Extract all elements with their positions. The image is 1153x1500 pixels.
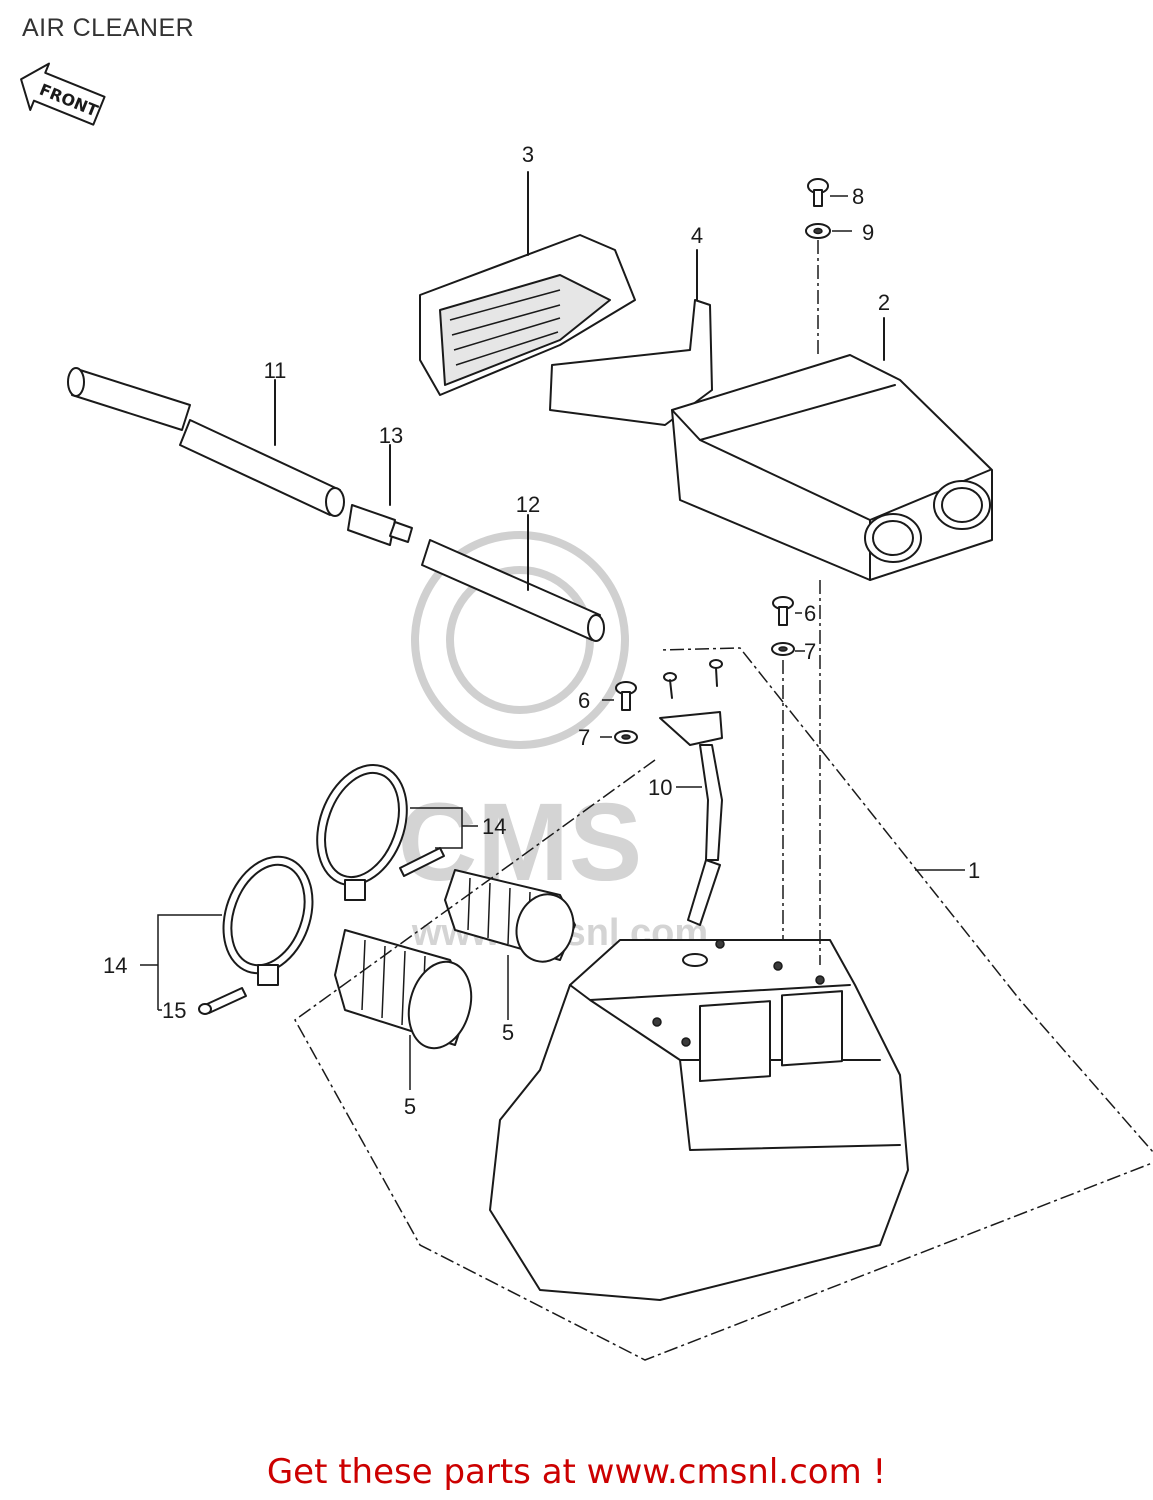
part-7-washer-left bbox=[600, 730, 638, 744]
front-arrow: FRONT bbox=[20, 62, 106, 126]
assembly-outline bbox=[294, 647, 1153, 1361]
part-4-bracket bbox=[549, 249, 713, 426]
part-2-cover bbox=[671, 317, 993, 581]
part-6-bolt-left bbox=[602, 681, 637, 711]
callout-5-lower: 5 bbox=[404, 1094, 416, 1119]
part-9-washer bbox=[805, 223, 852, 355]
callout-7-left: 7 bbox=[578, 725, 590, 750]
part-12-hose bbox=[421, 514, 605, 642]
callout-8: 8 bbox=[852, 184, 864, 209]
callout-15: 15 bbox=[162, 998, 186, 1023]
part-14-clamp-lower bbox=[222, 855, 314, 986]
part-15-screw-lower bbox=[198, 987, 247, 1015]
callout-5-upper: 5 bbox=[502, 1020, 514, 1045]
part-3-filter-element bbox=[419, 171, 636, 396]
callout-9: 9 bbox=[862, 220, 874, 245]
part-14-clamp-upper bbox=[316, 763, 408, 901]
watermark-logo-text: CMS bbox=[398, 781, 642, 904]
part-10-drain-tube bbox=[659, 659, 723, 926]
part-5-duct-upper bbox=[444, 869, 576, 963]
callout-14-lower: 14 bbox=[103, 953, 127, 978]
callout-14-upper: 14 bbox=[482, 814, 506, 839]
page-title: AIR CLEANER bbox=[22, 14, 195, 42]
callout-12: 12 bbox=[516, 492, 540, 517]
part-15-screw-upper bbox=[399, 847, 445, 877]
part-11-breather-hose bbox=[67, 367, 345, 517]
footer-parts-link[interactable]: Get these parts at www.cmsnl.com ! bbox=[266, 1452, 887, 1492]
part-6-bolt-right bbox=[772, 596, 802, 626]
callout-1: 1 bbox=[968, 858, 980, 883]
callout-3: 3 bbox=[522, 142, 534, 167]
callout-13: 13 bbox=[379, 423, 403, 448]
callout-7-right: 7 bbox=[804, 639, 816, 664]
callout-10: 10 bbox=[648, 775, 672, 800]
callout-6-right: 6 bbox=[804, 601, 816, 626]
part-7-washer-right bbox=[771, 642, 805, 965]
callout-14-lower-bracket bbox=[140, 914, 222, 1011]
callout-2: 2 bbox=[878, 290, 890, 315]
part-5-duct-lower bbox=[334, 929, 473, 1050]
part-1-air-cleaner-case bbox=[489, 939, 909, 1301]
callout-6-left: 6 bbox=[578, 688, 590, 713]
callout-11: 11 bbox=[264, 358, 287, 383]
callout-4: 4 bbox=[691, 223, 703, 248]
part-13-fitting bbox=[347, 444, 413, 546]
part-8-screw bbox=[807, 178, 848, 207]
callout-14-upper-bracket bbox=[410, 807, 478, 849]
